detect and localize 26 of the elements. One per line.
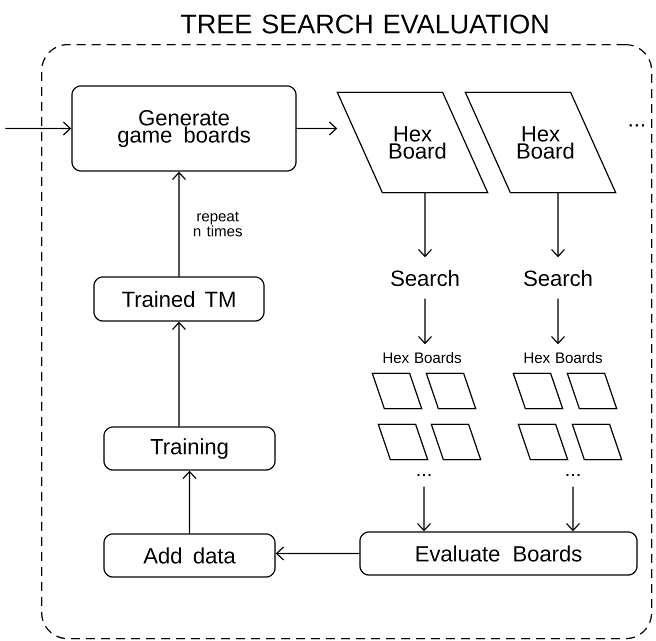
process-box: Generate game boards	[71, 85, 297, 172]
process-box: Add data	[103, 533, 276, 578]
title: TREE SEARCH EVALUATION	[180, 14, 548, 34]
step-label: Search	[524, 270, 592, 286]
arrow	[551, 298, 565, 344]
arrow	[418, 298, 432, 344]
arrow	[172, 172, 186, 276]
arrow	[5, 122, 72, 136]
ellipsis: ...	[566, 474, 580, 476]
process-box: Training	[103, 426, 276, 471]
arrow	[296, 122, 338, 136]
arrow	[172, 322, 186, 426]
group-label: Hex Boards	[384, 352, 462, 363]
ellipsis: ...	[418, 474, 431, 476]
arrow	[276, 546, 360, 560]
process-box: Evaluate Boards	[359, 531, 638, 576]
process-box: Trained TM	[93, 276, 265, 322]
arrow	[551, 192, 565, 258]
arrow	[566, 486, 580, 532]
edge-label: repeat n times	[194, 212, 242, 236]
arrow	[417, 486, 431, 532]
ellipsis: ...	[630, 124, 644, 127]
arrow	[418, 192, 432, 258]
step-label: Search	[391, 270, 458, 286]
arrow	[182, 470, 196, 534]
group-label: Hex Boards	[524, 352, 602, 363]
